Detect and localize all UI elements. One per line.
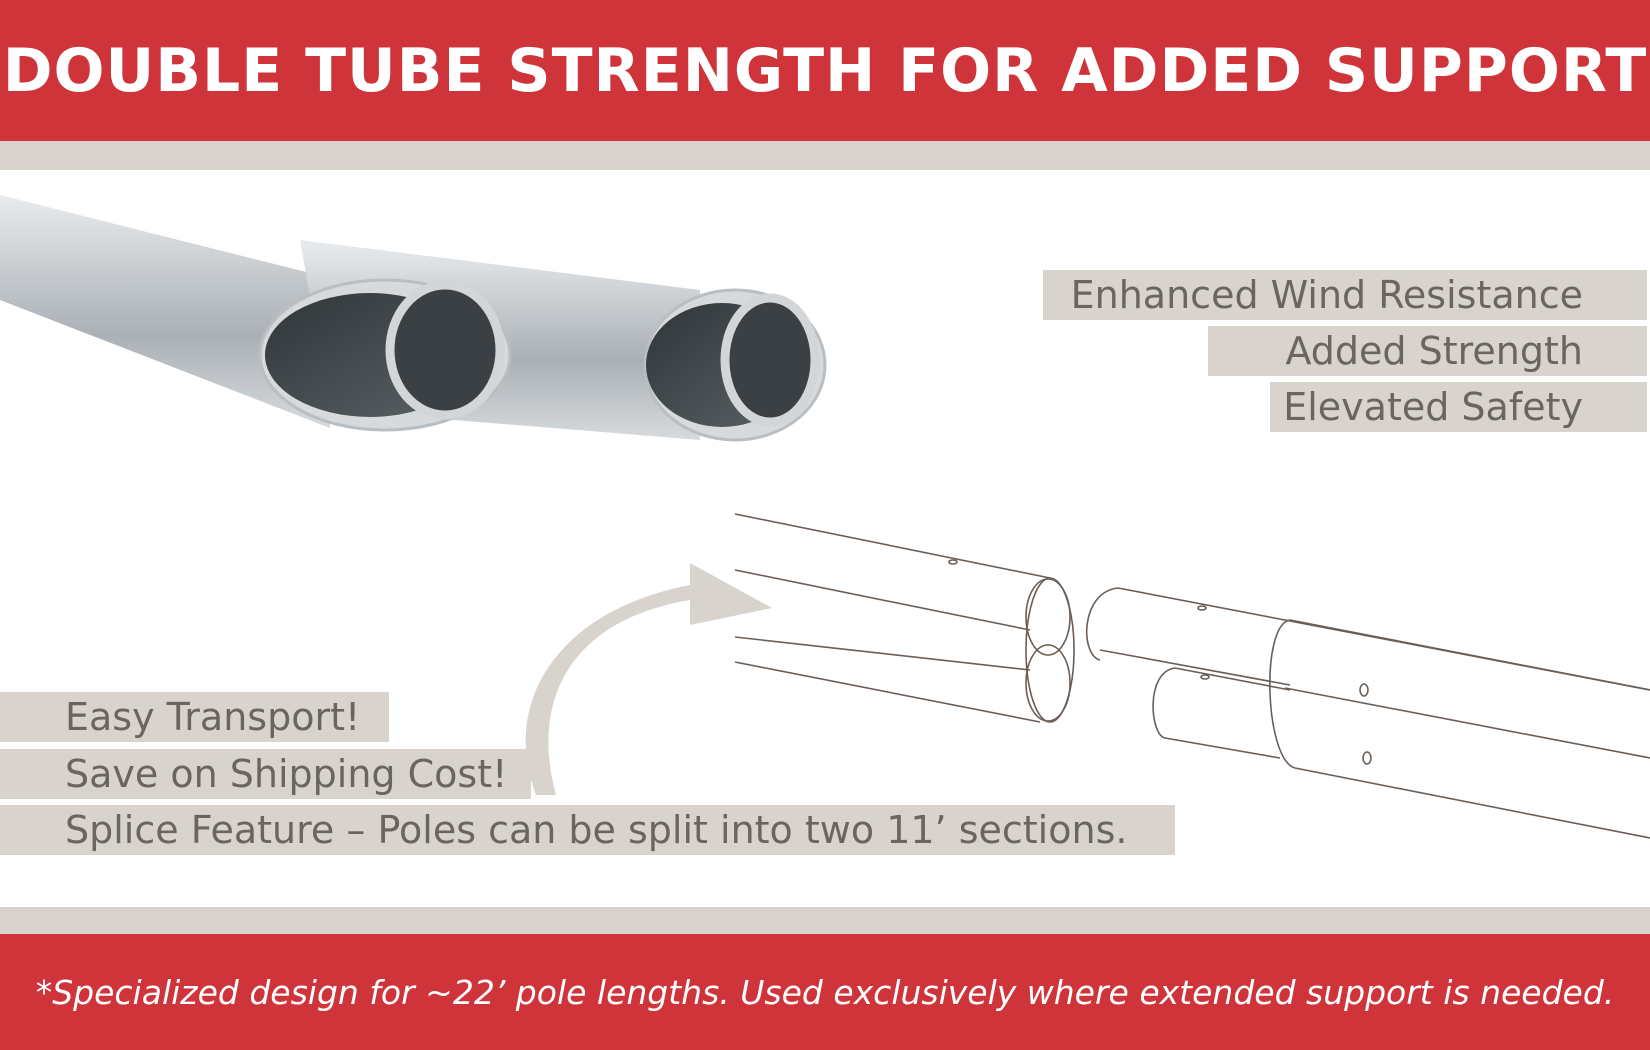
tube-end-right	[643, 288, 827, 442]
feature-label-wind-resistance: Enhanced Wind Resistance	[1043, 270, 1647, 320]
curved-arrow	[525, 563, 772, 795]
benefit-label-shipping-cost: Save on Shipping Cost!	[0, 749, 531, 799]
benefit-label-splice-feature: Splice Feature – Poles can be split into…	[0, 805, 1175, 855]
header-stripe	[0, 141, 1650, 170]
footer-banner: *Specialized design for ~22’ pole length…	[0, 934, 1650, 1050]
footer-note: *Specialized design for ~22’ pole length…	[35, 972, 1615, 1012]
benefit-label-easy-transport: Easy Transport!	[0, 692, 389, 742]
page-title: DOUBLE TUBE STRENGTH FOR ADDED SUPPORT	[2, 35, 1648, 106]
feature-label-elevated-safety: Elevated Safety	[1270, 382, 1647, 432]
footer-stripe	[0, 907, 1650, 934]
feature-label-added-strength: Added Strength	[1208, 326, 1647, 376]
tube-end-left	[258, 278, 512, 432]
header-banner: DOUBLE TUBE STRENGTH FOR ADDED SUPPORT	[0, 0, 1650, 141]
